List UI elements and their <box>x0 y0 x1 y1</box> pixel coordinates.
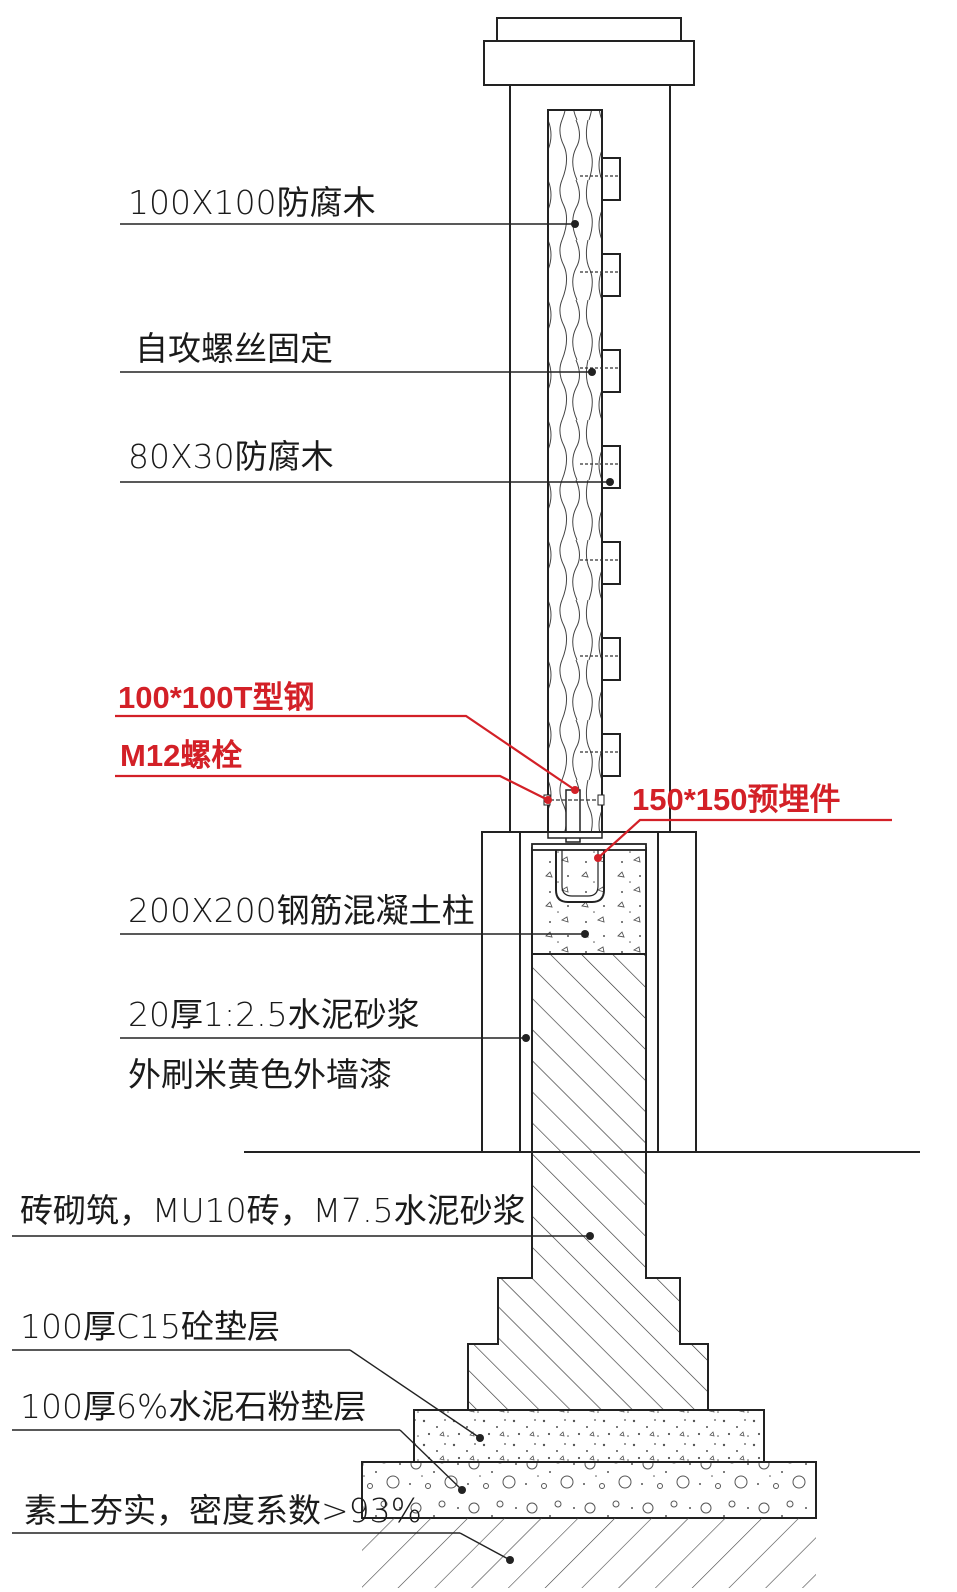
pillar-cap <box>483 17 695 86</box>
pillar-shaft-outline <box>509 85 671 832</box>
red-leader-lines <box>115 714 892 862</box>
concrete-column <box>519 832 659 1152</box>
label-compacted-soil: 素土夯实，密度系数>93% <box>24 1491 422 1530</box>
label-wood-slat: 80X30防腐木 <box>128 437 334 476</box>
label-brick-masonry: 砖砌筑，MU10砖，M7.5水泥砂浆 <box>20 1191 526 1230</box>
label-screw-fix: 自攻螺丝固定 <box>135 329 333 368</box>
lime-cushion <box>361 1461 817 1519</box>
wood-slats <box>601 157 621 777</box>
label-lime-cushion: 100厚6%水泥石粉垫层 <box>20 1387 366 1426</box>
label-bolt: M12螺栓 <box>120 738 242 773</box>
label-paint: 外刷米黄色外墙漆 <box>128 1055 392 1094</box>
label-wood-post: 100X100防腐木 <box>128 183 376 222</box>
self-tapping-screws <box>580 175 618 753</box>
wood-post <box>547 109 603 833</box>
c15-cushion <box>413 1409 765 1463</box>
compacted-soil <box>362 1518 816 1588</box>
embedded-plate <box>531 843 647 903</box>
label-mortar-layer: 20厚1:2.5水泥砂浆 <box>128 995 420 1034</box>
label-embedded-plate: 150*150预埋件 <box>632 782 841 817</box>
label-t-steel: 100*100T型钢 <box>118 680 314 715</box>
t-steel <box>547 789 603 843</box>
label-c15-cushion: 100厚C15砼垫层 <box>20 1307 280 1346</box>
leader-lines <box>12 220 614 1564</box>
label-concrete-column: 200X200钢筋混凝土柱 <box>128 891 475 930</box>
brick-masonry <box>467 953 709 1411</box>
